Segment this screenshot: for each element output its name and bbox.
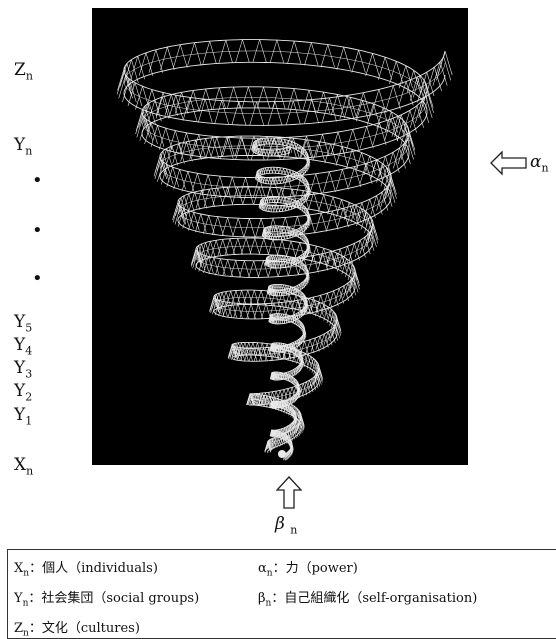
legend-xn: Xn：個人（individuals)	[14, 561, 158, 579]
spiral-end-cap	[278, 450, 286, 458]
level-label-y4: Y4	[14, 335, 33, 358]
ellipsis-dot-1: •	[32, 170, 43, 191]
spiral-cone-figure	[92, 8, 468, 465]
spiral-tube	[251, 137, 311, 461]
level-label-zn: Zn	[14, 60, 33, 83]
level-label-y1: Y1	[14, 405, 33, 428]
spiral-wireframe	[116, 39, 453, 461]
legend-box: Xn：個人（individuals) Yn：社会集団（social groups…	[7, 549, 556, 639]
spiral-tube	[116, 39, 453, 454]
level-label-y2: Y2	[14, 381, 33, 404]
level-label-yn: Yn	[14, 135, 33, 158]
beta-arrow-icon	[276, 476, 302, 509]
level-label-y5: Y5	[14, 312, 33, 335]
beta-label: β n	[275, 514, 298, 537]
alpha-label: αn	[530, 152, 549, 175]
alpha-arrow-icon	[490, 150, 527, 176]
level-label-xn: Xn	[14, 455, 34, 478]
legend-bn: βn：自己組織化（self-organisation)	[258, 591, 478, 609]
level-label-y3: Y3	[14, 358, 33, 381]
ellipsis-dot-3: •	[32, 268, 43, 289]
legend-zn: Zn：文化（cultures)	[14, 621, 140, 639]
ellipsis-dot-2: •	[32, 220, 43, 241]
legend-an: αn：力（power)	[258, 561, 358, 579]
legend-yn: Yn：社会集団（social groups)	[14, 591, 200, 609]
